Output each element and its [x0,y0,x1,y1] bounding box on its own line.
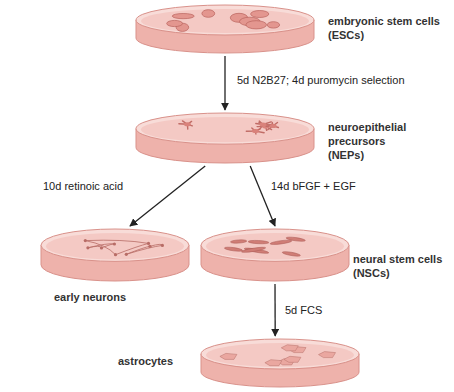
stage-label: embryonic stem cells (ESCs) [328,14,448,42]
petri-dish [135,4,315,54]
stage-label: astrocytes [118,354,198,368]
process-arrow [250,166,275,226]
condition-label: 5d N2B27; 4d puromycin selection [236,74,406,87]
culture-dish: astrocytes [200,338,360,388]
petri-dish [40,228,190,282]
petri-dish [200,228,350,282]
stage-label: neuroepithelial precursors (NEPs) [328,120,418,162]
culture-dish: embryonic stem cells (ESCs) [135,4,315,54]
stage-label: early neurons [54,290,164,304]
process-arrow [224,56,225,110]
condition-label: 5d FCS [284,304,323,317]
culture-dish: early neurons [40,228,190,282]
petri-dish [200,338,360,388]
culture-dish: neural stem cells (NSCs) [200,228,350,282]
petri-dish [135,112,315,164]
culture-dish: neuroepithelial precursors (NEPs) [135,112,315,164]
condition-label: 10d retinoic acid [42,180,124,193]
process-arrow [130,166,205,226]
process-arrow [274,284,276,336]
stage-label: neural stem cells (NSCs) [353,252,451,280]
condition-label: 14d bFGF + EGF [270,180,357,193]
